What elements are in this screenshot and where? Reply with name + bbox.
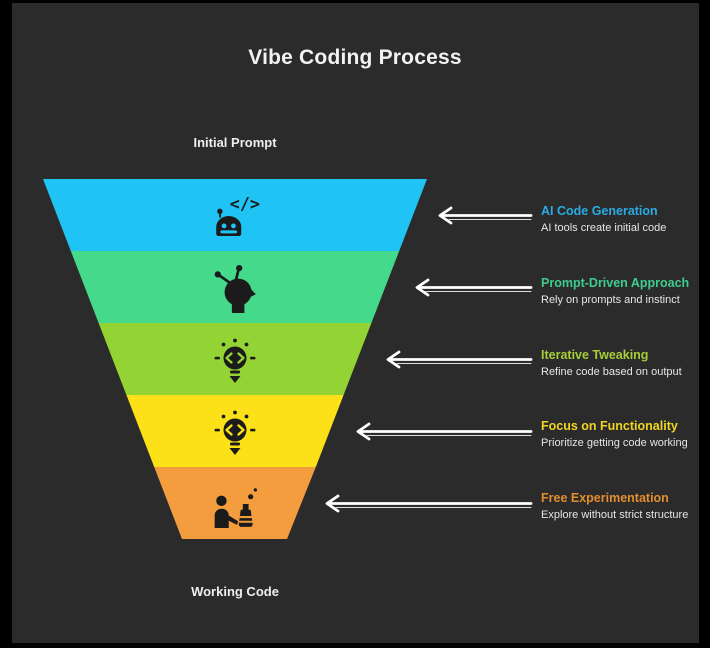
stage-description: Refine code based on output — [541, 366, 682, 378]
funnel-segment-4 — [126, 395, 344, 467]
arrow-stage-1 — [438, 206, 533, 225]
funnel-segment-3 — [98, 323, 372, 395]
arrow-stage-3 — [386, 350, 533, 369]
stage-description: AI tools create initial code — [541, 222, 667, 234]
funnel-bottom-label: Working Code — [191, 584, 279, 599]
funnel-segment-1 — [43, 179, 427, 251]
page-title: Vibe Coding Process — [248, 46, 462, 69]
funnel-top-label: Initial Prompt — [193, 135, 277, 150]
stage-description: Explore without strict structure — [541, 509, 689, 521]
stage-description: Prioritize getting code working — [541, 437, 688, 449]
arrow-stage-5 — [325, 494, 533, 513]
stage-name: Prompt-Driven Approach — [541, 276, 690, 290]
stage-label-4: Focus on Functionality Prioritize gettin… — [541, 418, 693, 451]
stage-label-2: Prompt-Driven Approach Rely on prompts a… — [541, 275, 693, 308]
stage-label-5: Free Experimentation Explore without str… — [541, 490, 693, 523]
stage-description: Rely on prompts and instinct — [541, 294, 680, 306]
stage-name: Iterative Tweaking — [541, 348, 649, 362]
stage-name: Focus on Functionality — [541, 419, 678, 433]
funnel-segment-5 — [154, 467, 316, 539]
stage-label-1: AI Code Generation AI tools create initi… — [541, 203, 693, 236]
stage-name: Free Experimentation — [541, 491, 669, 505]
arrow-stage-2 — [415, 278, 533, 297]
funnel-segment-2 — [70, 251, 400, 323]
arrow-stage-4 — [356, 422, 533, 441]
stage-label-3: Iterative Tweaking Refine code based on … — [541, 347, 693, 380]
stage-name: AI Code Generation — [541, 204, 658, 218]
